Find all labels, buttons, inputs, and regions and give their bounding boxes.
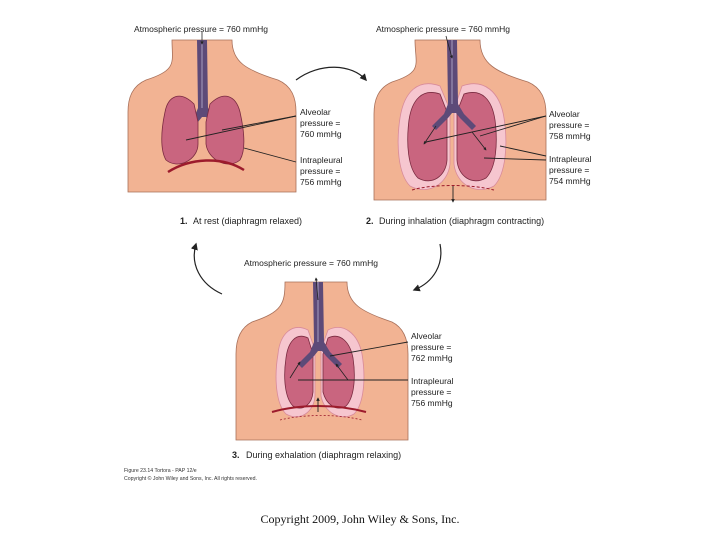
lung-recoil-arrow-3a [289,361,301,379]
leader-intrapleural-2 [499,145,547,157]
lung-right-2 [456,92,497,182]
intrapleural-label-2-line2: pressure = [549,165,589,175]
cycle-arrow-3-to-1 [190,242,223,295]
intrapleural-label-1-line3: 756 mmHg [300,177,342,187]
copyright-footer: Copyright 2009, John Wiley & Sons, Inc. [260,512,460,526]
intrapleural-label-1-line1: Intrapleural [300,155,343,165]
alveolar-label-1-line1: Alveolar [300,107,331,117]
alveolar-label-1-line3: 760 mmHg [300,129,342,139]
diaphragm-1 [167,159,245,174]
cycle-arrow-1-to-2 [295,66,367,82]
lung-left-1 [161,95,199,165]
caption-3: During exhalation (diaphragm relaxing) [246,450,401,460]
alveolar-label-2-line3: 758 mmHg [549,131,591,141]
caption-1: At rest (diaphragm relaxed) [193,216,302,226]
air-in-arrow-2 [445,35,453,59]
lung-left-2 [407,92,448,182]
atmospheric-label-3: Atmospheric pressure = 760 mmHg [244,258,378,268]
leader-alveolar-2b [479,115,547,137]
caption-number-2: 2. [366,216,374,226]
alveolar-label-1-line2: pressure = [300,118,340,128]
lung-left-3 [284,335,314,409]
lung-recoil-arrow-3b [335,363,349,381]
figure-credit-line2: Copyright © John Wiley and Sons, Inc. Al… [124,475,257,482]
alveolar-label-2-line1: Alveolar [549,109,580,119]
lung-right-3 [322,335,355,409]
figure-credit-line1: Figure 23.14 Tortora - PAP 12/e [124,468,197,474]
alveolar-label-3-line3: 762 mmHg [411,353,453,363]
diaphragm-2 [411,185,495,191]
intrapleural-label-3-line1: Intrapleural [411,376,454,386]
alveolar-label-2-line2: pressure = [549,120,589,130]
leader-alveolar-1 [185,115,297,141]
leader-intrapleural-2b [483,157,547,161]
panel-inhalation [373,35,547,203]
caption-2: During inhalation (diaphragm contracting… [379,216,544,226]
leader-intrapleural-1 [243,147,297,163]
lung-expand-arrow-2b [471,131,487,151]
lung-expand-arrow-2a [423,125,437,145]
intrapleural-label-2-line1: Intrapleural [549,154,592,164]
atmospheric-label-2: Atmospheric pressure = 760 mmHg [376,24,510,34]
caption-number-1: 1. [180,216,188,226]
panel-at-rest [127,32,297,193]
alveolar-label-3-line1: Alveolar [411,331,442,341]
leader-alveolar-3 [329,341,409,357]
leader-alveolar-2 [425,115,547,143]
cycle-arrow-2-to-3 [412,243,442,292]
panel-exhalation [235,277,409,441]
lung-right-1 [205,95,245,165]
diaphragm-3-dashed [279,415,363,421]
intrapleural-label-2-line3: 754 mmHg [549,176,591,186]
alveolar-label-3-line2: pressure = [411,342,451,352]
intrapleural-label-3-line2: pressure = [411,387,451,397]
leader-alveolar-1b [221,115,297,131]
intrapleural-label-1-line2: pressure = [300,166,340,176]
airway-1 [182,40,226,134]
air-out-arrow-3 [314,277,319,301]
caption-number-3: 3. [232,450,240,460]
atmospheric-label-1: Atmospheric pressure = 760 mmHg [134,24,268,34]
intrapleural-label-3-line3: 756 mmHg [411,398,453,408]
airway-3 [298,282,342,368]
airway-2 [432,40,476,130]
